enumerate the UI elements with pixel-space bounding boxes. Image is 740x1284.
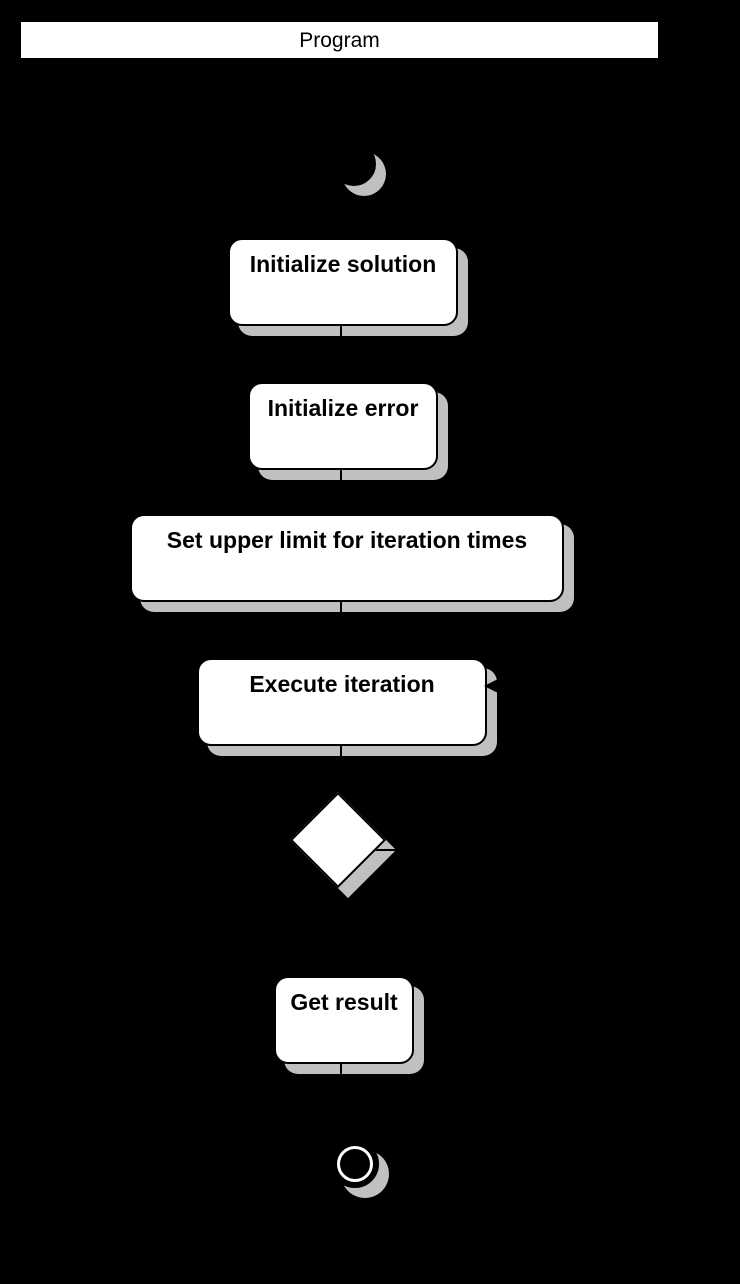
process-node-initialize-solution[interactable]: Initialize solution <box>228 238 458 326</box>
edge-loopback-vertical <box>506 686 508 850</box>
process-node-get-result[interactable]: Get result <box>274 976 414 1064</box>
edge-n4-to-d1 <box>340 742 342 804</box>
page-title: Program <box>299 28 380 52</box>
edge-start-to-n1 <box>340 186 342 242</box>
process-node-label: Get result <box>290 989 398 1015</box>
process-node-initialize-error[interactable]: Initialize error <box>248 382 438 470</box>
edge-n3-to-n4 <box>340 598 342 658</box>
end-node-inner-ring <box>337 1146 373 1182</box>
process-node-label: Initialize error <box>267 395 419 421</box>
edge-n5-to-end <box>340 1058 342 1140</box>
window-title-bar: Program <box>21 22 658 58</box>
process-node-label: Execute iteration <box>249 671 435 697</box>
process-node-label: Set upper limit for iteration times <box>166 527 528 553</box>
process-node-label: Initialize solution <box>249 251 437 277</box>
process-node-set-upper-limit[interactable]: Set upper limit for iteration times <box>130 514 564 602</box>
start-node[interactable] <box>332 142 376 186</box>
loopback-arrowhead-icon <box>484 677 502 695</box>
edge-d1-to-n5 <box>340 898 342 976</box>
edge-loopback-horizontal-bottom <box>348 849 508 851</box>
edge-n2-to-n3 <box>340 470 342 514</box>
edge-n1-to-n2 <box>340 326 342 382</box>
process-node-execute-iteration[interactable]: Execute iteration <box>197 658 487 746</box>
